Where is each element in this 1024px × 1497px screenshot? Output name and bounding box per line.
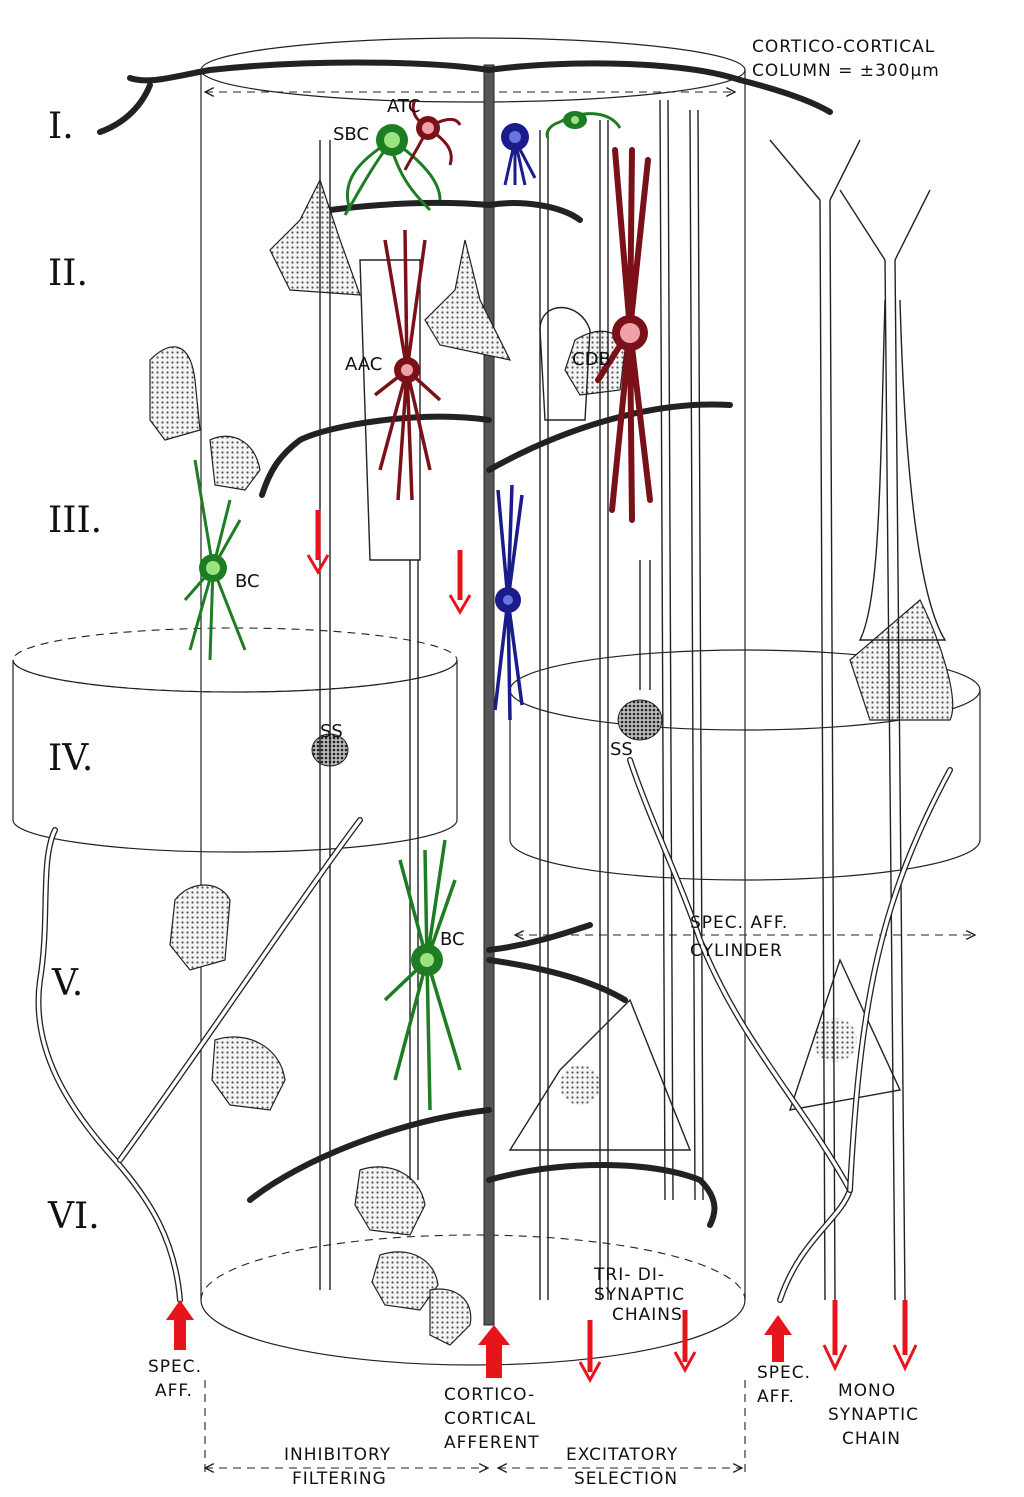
aac-cell [375,230,440,500]
label-tri-di-3: CHAINS [612,1305,683,1325]
layer-label-iv: IV. [48,738,93,779]
cortico-afferent-arrow [478,1325,510,1378]
layer-label-ii: II. [48,253,88,294]
label-spec-aff-left-1: SPEC. [148,1357,202,1377]
descending-arrow-layer-iii-right [450,550,470,612]
label-bc-upper: BC [235,571,260,592]
layer-label-v: V. [51,963,83,1004]
tri-synaptic-arrow [580,1320,600,1380]
layer-label-i: I. [48,106,74,147]
label-sbc: SBC [333,124,369,145]
title-line-2: COLUMN = ±300μm [752,61,940,81]
label-mono-3: CHAIN [842,1429,901,1449]
label-tri-di-1: TRI- DI- [593,1265,665,1285]
blue-cell-layer-i [501,123,535,185]
label-spec-aff-right-2: AFF. [757,1387,795,1407]
label-excitatory-2: SELECTION [574,1469,678,1489]
label-tri-di-2: SYNAPTIC [594,1285,685,1305]
label-spec-aff-right-1: SPEC. [757,1363,811,1383]
title-line-1: CORTICO-CORTICAL [752,37,935,57]
label-bc-lower: BC [440,929,465,950]
label-cdb: CDB [572,349,611,370]
mono-synaptic-arrow-2 [894,1300,916,1368]
label-mono-1: MONO [838,1381,896,1401]
label-mono-2: SYNAPTIC [828,1405,919,1425]
label-cortico-afferent-2: CORTICAL [444,1409,536,1429]
label-spec-aff-cylinder-1: SPEC. AFF. [690,913,788,933]
descending-arrow-layer-iii-left [308,510,328,572]
label-atc: ATC [387,96,420,117]
label-spec-aff-cylinder-2: CYLINDER [690,941,783,961]
green-horizontal-cell [547,111,620,138]
spec-aff-arrow-right [764,1315,792,1362]
blue-bouquet-cell [495,485,522,720]
label-ss-right: SS [610,739,633,760]
bc-upper-cell [185,460,245,660]
spec-aff-arrow-left [166,1300,194,1350]
label-cortico-afferent-1: CORTICO- [444,1385,535,1405]
label-inhibitory-2: FILTERING [292,1469,387,1489]
label-aac: AAC [345,354,382,375]
layer-label-vi: VI. [47,1196,100,1237]
mono-synaptic-arrow-1 [824,1300,846,1368]
label-excitatory-1: EXCITATORY [566,1445,678,1465]
label-ss-left: SS [320,721,343,742]
layer-label-iii: III. [48,500,102,541]
bc-lower-cell [385,840,460,1110]
label-spec-aff-left-2: AFF. [155,1381,193,1401]
label-inhibitory-1: INHIBITORY [284,1445,391,1465]
label-cortico-afferent-3: AFFERENT [444,1433,540,1453]
